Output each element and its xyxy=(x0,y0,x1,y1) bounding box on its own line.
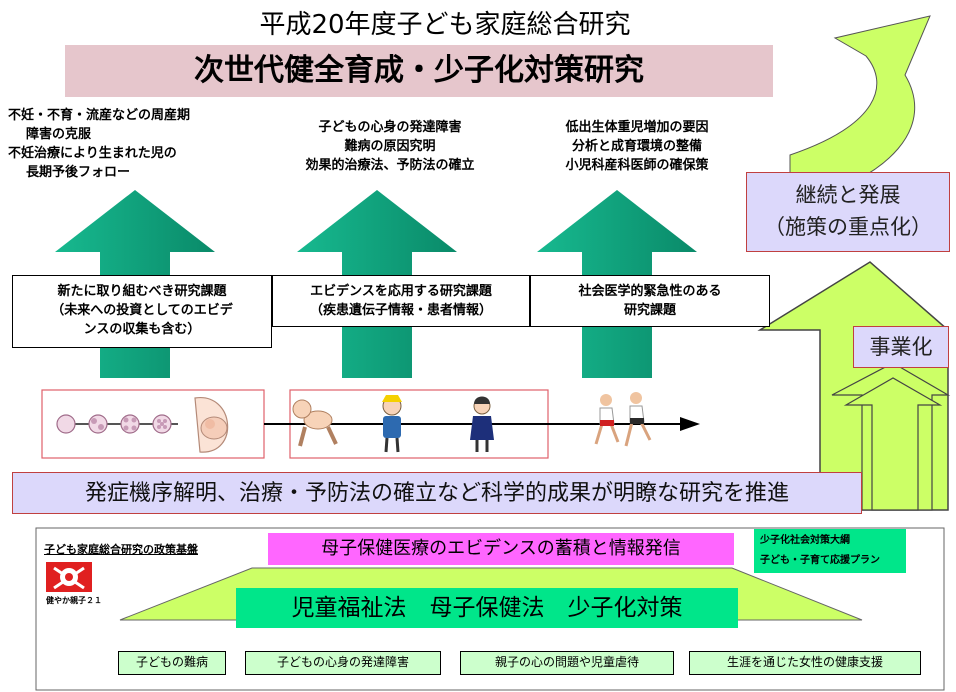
outline-line: 子ども・子育て応援プラン xyxy=(760,555,880,566)
kenyaka-logo xyxy=(46,562,92,592)
topic-line: 難病の原因究明 xyxy=(344,139,436,154)
bottom-item-developmental-disorder: 子どもの心身の発達障害 xyxy=(245,651,441,675)
logo-caption: 健やか親子２１ xyxy=(46,596,102,605)
research-line: （疾患遺伝子情報・患者情報） xyxy=(309,303,492,318)
research-line: エビデンスを応用する研究課題 xyxy=(310,284,492,299)
research-line: 社会医学的緊急性のある xyxy=(578,284,722,299)
topic-line: 長期予後フォロー xyxy=(26,165,131,180)
topic-line: 不妊治療により生まれた児の xyxy=(8,146,177,161)
small-up-arrow-inner xyxy=(843,377,943,511)
timeline-arrowhead xyxy=(680,417,700,431)
research-line: ンスの収集も含む） xyxy=(83,322,201,337)
topic-line: 障害の克服 xyxy=(26,127,92,142)
evidence-banner: 母子保健医療のエビデンスの蓄積と情報発信 xyxy=(268,533,734,565)
continue-develop-box: 継続と発展 （施策の重点化） xyxy=(746,172,950,252)
topic-line: 分析と成育環境の整備 xyxy=(571,139,702,154)
bottom-item-intractable-disease: 子どもの難病 xyxy=(118,651,226,675)
fetus-illustration xyxy=(194,397,229,453)
continue-line: 継続と発展 xyxy=(795,183,901,207)
research-line: 新たに取り組むべき研究課題 xyxy=(57,284,227,299)
topic-line: 効果的治療法、予防法の確立 xyxy=(305,158,475,173)
outline-line: 少子化社会対策大綱 xyxy=(760,535,850,546)
school-child-illustration xyxy=(470,396,494,452)
main-banner: 次世代健全育成・少子化対策研究 xyxy=(65,45,773,97)
bottom-item-women-health: 生涯を通じた女性の健康支援 xyxy=(689,651,921,675)
business-box: 事業化 xyxy=(853,326,949,368)
research-line: 研究課題 xyxy=(623,303,676,318)
bottom-item-child-abuse: 親子の心の問題や児童虐待 xyxy=(460,651,674,675)
research-box-social: 社会医学的緊急性のある 研究課題 xyxy=(530,275,770,327)
page-title: 平成20年度子ども家庭総合研究 xyxy=(259,10,631,40)
laws-banner: 児童福祉法 母子保健法 少子化対策 xyxy=(236,588,738,628)
research-box-new: 新たに取り組むべき研究課題 （未来への投資としてのエビデ ンスの収集も含む） xyxy=(12,275,272,348)
topic-low-birthweight: 低出生体重児増加の要因 分析と成育環境の整備 小児科産科医師の確保策 xyxy=(520,118,754,175)
research-line: （未来への投資としてのエビデ xyxy=(51,303,233,318)
topic-line: 小児科産科医師の確保策 xyxy=(565,158,709,173)
topic-line: 子どもの心身の発達障害 xyxy=(318,120,462,135)
policy-outline-box: 少子化社会対策大綱 子ども・子育て応援プラン xyxy=(754,529,906,573)
topic-development: 子どもの心身の発達障害 難病の原因究明 効果的治療法、予防法の確立 xyxy=(268,118,512,175)
baby-illustration xyxy=(292,399,338,447)
runners-illustration xyxy=(594,392,652,447)
continue-line: （施策の重点化） xyxy=(764,215,932,239)
policy-base-label: 子ども家庭総合研究の政策基盤 xyxy=(44,543,198,556)
topic-line: 低出生体重児増加の要因 xyxy=(565,120,709,135)
embryo-cells-illustration xyxy=(56,414,178,434)
promotion-banner: 発症機序解明、治療・予防法の確立など科学的成果が明瞭な研究を推進 xyxy=(12,472,862,514)
topic-line: 不妊・不育・流産などの周産期 xyxy=(8,108,191,123)
preschool-child-illustration xyxy=(382,395,402,453)
research-box-evidence: エビデンスを応用する研究課題 （疾患遺伝子情報・患者情報） xyxy=(272,275,530,327)
topic-perinatal: 不妊・不育・流産などの周産期 障害の克服 不妊治療により生まれた児の 長期予後フ… xyxy=(8,106,270,182)
